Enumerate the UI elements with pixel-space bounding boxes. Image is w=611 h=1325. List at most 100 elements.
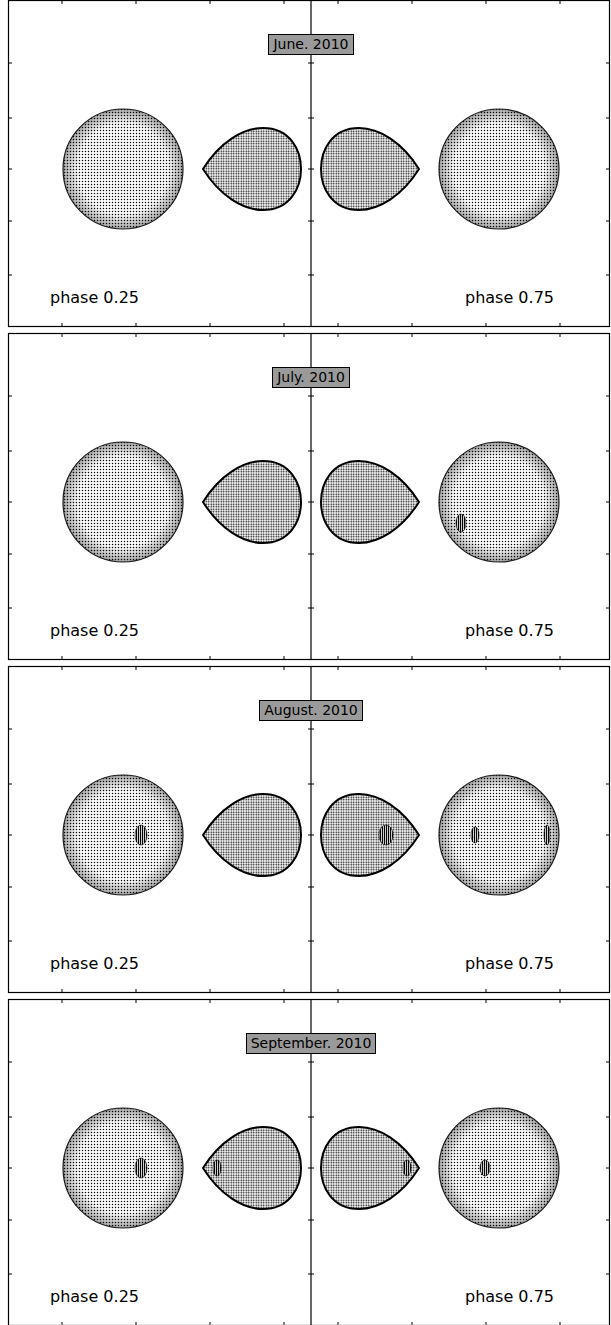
tick	[8, 941, 12, 942]
phase-label: phase 0.25	[50, 954, 139, 973]
star-spot	[379, 825, 393, 845]
tick	[308, 1220, 314, 1221]
tick	[284, 333, 285, 337]
tick	[486, 333, 487, 337]
tick	[62, 1322, 63, 1325]
tick	[284, 666, 285, 670]
tick	[308, 1117, 314, 1118]
panel-frame	[9, 334, 610, 660]
tick	[8, 396, 12, 397]
date-text: June. 2010	[273, 36, 348, 52]
star-spot	[544, 825, 550, 845]
tick	[338, 666, 339, 670]
star-spot	[213, 1160, 221, 1176]
star-spot	[471, 827, 479, 843]
tick	[8, 169, 12, 170]
secondary-star	[203, 128, 301, 210]
tick	[8, 63, 12, 64]
tick	[308, 835, 314, 836]
tick	[606, 729, 610, 730]
tick	[8, 554, 12, 555]
tick	[606, 451, 610, 452]
tick	[8, 1220, 12, 1221]
phase-label: phase 0.25	[50, 288, 139, 307]
primary-star	[439, 1108, 559, 1228]
tick	[62, 333, 63, 337]
tick	[8, 1117, 12, 1118]
tick	[284, 1322, 285, 1325]
limb-shade	[63, 109, 183, 229]
tick	[486, 0, 487, 4]
tick	[210, 989, 211, 992]
tick	[284, 323, 285, 326]
tick	[136, 333, 137, 337]
tick	[62, 989, 63, 992]
tick	[308, 554, 314, 555]
tick	[606, 169, 610, 170]
tick	[8, 1274, 12, 1275]
tick	[560, 999, 561, 1003]
panel	[8, 0, 610, 327]
tick	[412, 323, 413, 326]
secondary-star	[321, 794, 419, 876]
tick	[8, 118, 12, 119]
panel	[8, 666, 610, 993]
tick	[136, 323, 137, 326]
tick	[606, 784, 610, 785]
tick	[284, 0, 285, 4]
star-spot	[480, 1160, 490, 1176]
secondary-star	[321, 128, 419, 210]
date-text: September. 2010	[251, 1035, 372, 1051]
tick	[62, 999, 63, 1003]
tick	[606, 1274, 610, 1275]
phase-label: phase 0.75	[465, 621, 554, 640]
primary-star	[63, 109, 183, 229]
tick	[412, 0, 413, 4]
tick	[210, 656, 211, 659]
primary-star	[63, 775, 183, 895]
primary-star	[439, 775, 559, 895]
secondary-star	[203, 1127, 301, 1209]
tick	[606, 275, 610, 276]
tick	[136, 666, 137, 670]
limb-shade	[439, 1108, 559, 1228]
tick	[560, 656, 561, 659]
tick	[308, 608, 314, 609]
tick	[136, 989, 137, 992]
tick	[308, 221, 314, 222]
tick	[606, 1168, 610, 1169]
tick	[8, 451, 12, 452]
secondary-star	[321, 461, 419, 543]
tick	[308, 63, 314, 64]
tick	[338, 333, 339, 337]
tick	[210, 333, 211, 337]
tick	[284, 999, 285, 1003]
secondary-star	[203, 794, 301, 876]
limb-shade	[439, 109, 559, 229]
primary-star	[63, 1108, 183, 1228]
phase-label: phase 0.75	[465, 954, 554, 973]
phase-label: phase 0.75	[465, 288, 554, 307]
tick	[210, 666, 211, 670]
tick	[136, 0, 137, 4]
secondary-star	[203, 461, 301, 543]
tick	[308, 887, 314, 888]
tick	[210, 999, 211, 1003]
tick	[606, 835, 610, 836]
tick	[412, 666, 413, 670]
tick	[338, 989, 339, 992]
phase-label: phase 0.25	[50, 621, 139, 640]
tick	[412, 333, 413, 337]
primary-star	[439, 442, 559, 562]
star-spot	[135, 825, 147, 845]
tick	[412, 656, 413, 659]
tick	[210, 0, 211, 4]
tick	[606, 63, 610, 64]
tick	[486, 323, 487, 326]
tick	[606, 887, 610, 888]
star-spot	[135, 1158, 147, 1178]
tick	[412, 989, 413, 992]
tick	[8, 1062, 12, 1063]
tick	[486, 656, 487, 659]
tick	[308, 502, 314, 503]
